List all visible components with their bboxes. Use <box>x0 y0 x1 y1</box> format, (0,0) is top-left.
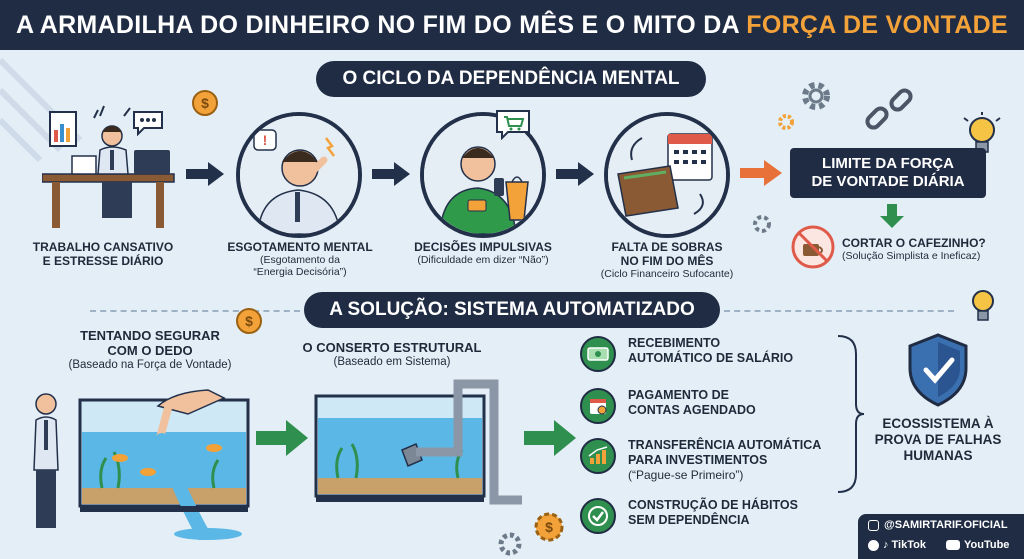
shield-check-icon <box>908 333 968 407</box>
cycle-heading: O CICLO DA DEPENDÊNCIA MENTAL <box>316 61 706 97</box>
arrow-right-icon <box>186 162 224 186</box>
solution-item-bills: PAGAMENTO DE CONTAS AGENDADO <box>580 388 830 432</box>
checkmark-icon <box>580 498 616 534</box>
speech-bubble-icon <box>133 111 163 136</box>
solution-heading: A SOLUÇÃO: SISTEMA AUTOMATIZADO <box>304 292 720 328</box>
step-work-stress: TRABALHO CANSATIVO E ESTRESSE DIÁRIO <box>18 240 188 268</box>
repaired-aquarium-illustration <box>314 379 522 505</box>
step-impulsive-label: DECISÕES IMPULSIVAS <box>414 240 552 254</box>
ecosystem-text: ECOSSISTEMA À PROVA DE FALHAS HUMANAS <box>868 416 1008 464</box>
solution-item-habits: CONSTRUÇÃO DE HÁBITOS SEM DEPENDÊNCIA <box>580 498 830 542</box>
finger-holding-sub: (Baseado na Força de Vontade) <box>68 359 232 371</box>
step-no-savings-label: FALTA DE SOBRAS NO FIM DO MÊS <box>611 240 723 268</box>
dashed-divider <box>90 310 300 312</box>
step-no-savings: FALTA DE SOBRAS NO FIM DO MÊS (Ciclo Fin… <box>582 240 752 280</box>
step-impulsive: DECISÕES IMPULSIVAS (Dificuldade em dize… <box>398 240 568 266</box>
gear-icon <box>753 215 771 233</box>
arrow-right-icon <box>372 162 410 186</box>
cut-coffee-label: CORTAR O CAFEZINHO? <box>842 236 986 250</box>
ecosystem-label: ECOSSISTEMA À PROVA DE FALHAS HUMANAS <box>874 416 1002 463</box>
willpower-limit-text: LIMITE DA FORÇA DE VONTADE DIÁRIA <box>811 155 965 190</box>
structural-fix-text: O CONSERTO ESTRUTURAL (Baseado em Sistem… <box>302 340 482 369</box>
orange-arrow-icon <box>740 160 782 186</box>
svg-text:$: $ <box>245 313 253 329</box>
structural-fix-label: O CONSERTO ESTRUTURAL <box>302 340 482 355</box>
solution-item-bills-label: PAGAMENTO DE CONTAS AGENDADO <box>628 388 756 417</box>
solution-item-salary-label: RECEBIMENTO AUTOMÁTICO DE SALÁRIO <box>628 336 794 365</box>
calendar-icon <box>580 388 616 424</box>
green-arrow-icon <box>524 420 576 456</box>
no-coffee-icon <box>791 225 835 269</box>
instagram-icon <box>868 519 879 531</box>
structural-fix-sub: (Baseado em Sistema) <box>333 356 451 368</box>
impulsive-shopper-illustration <box>424 116 542 234</box>
instagram-handle-text: @SAMIRTARIF.OFICIAL <box>884 519 1008 531</box>
youtube-text: YouTube <box>964 539 1010 551</box>
lightbulb-icon <box>972 290 994 321</box>
step-impulsive-circle <box>420 112 546 238</box>
willpower-limit-box: LIMITE DA FORÇA DE VONTADE DIÁRIA <box>790 148 986 198</box>
solution-item-salary: RECEBIMENTO AUTOMÁTICO DE SALÁRIO <box>580 336 830 380</box>
small-gear-icon <box>778 114 794 130</box>
title-highlight-text: FORÇA DE VONTADE <box>746 10 1009 39</box>
solution-item-invest: TRANSFERÊNCIA AUTOMÁTICA PARA INVESTIMEN… <box>580 438 830 492</box>
svg-text:!: ! <box>263 132 268 148</box>
cut-coffee: CORTAR O CAFEZINHO? (Solução Simplista e… <box>842 236 1020 262</box>
page-title: A ARMADILHA DO DINHEIRO NO FIM DO MÊS E … <box>16 11 1008 40</box>
gear-icon <box>498 532 522 556</box>
solution-item-invest-sub: (“Pague-se Primeiro”) <box>628 468 744 482</box>
green-down-arrow-icon <box>880 204 904 228</box>
leaking-aquarium-illustration <box>33 389 250 540</box>
step-no-savings-sub: (Ciclo Financeiro Sufocante) <box>600 268 734 280</box>
social-footer: @SAMIRTARIF.OFICIAL ♪ TikTok YouTube <box>858 514 1024 559</box>
tiktok-text: TikTok <box>891 539 926 551</box>
svg-text:$: $ <box>201 95 209 111</box>
lightbulb-icon <box>963 112 1001 153</box>
grouping-bracket <box>837 335 865 493</box>
tiktok-icon: ♪ <box>883 539 889 551</box>
growth-chart-icon <box>580 438 616 474</box>
step-exhaustion-label: ESGOTAMENTO MENTAL <box>227 240 373 254</box>
step-work-stress-label: TRABALHO CANSATIVO E ESTRESSE DIÁRIO <box>32 240 174 268</box>
cut-coffee-sub: (Solução Simplista e Ineficaz) <box>842 250 981 262</box>
youtube-link[interactable]: YouTube <box>946 539 1009 551</box>
money-icon <box>580 336 616 372</box>
youtube-icon <box>946 540 960 550</box>
exhausted-person-illustration: ! <box>240 116 358 234</box>
shopping-cart-bubble-icon <box>496 110 530 140</box>
finger-holding-label: TENTANDO SEGURAR COM O DEDO <box>80 328 220 358</box>
arrow-right-icon <box>556 162 594 186</box>
broken-chain-icon <box>865 88 913 130</box>
green-arrow-icon <box>256 420 308 456</box>
coin-icon: $ <box>236 308 262 334</box>
gear-icon <box>802 82 830 110</box>
step-no-savings-circle <box>604 112 730 238</box>
telegram-tiktok-links[interactable]: ♪ TikTok <box>868 539 926 551</box>
step-exhaustion-circle: ! <box>236 112 362 238</box>
step-exhaustion-sub: (Esgotamento da “Energia Decisória”) <box>253 254 347 278</box>
title-main-text: A ARMADILHA DO DINHEIRO NO FIM DO MÊS E … <box>15 10 747 39</box>
coin-gear-icon: $ <box>534 512 564 542</box>
header-bar: A ARMADILHA DO DINHEIRO NO FIM DO MÊS E … <box>0 0 1024 50</box>
svg-text:$: $ <box>545 519 553 535</box>
step-impulsive-sub: (Dificuldade em dizer “Não”) <box>417 254 549 266</box>
instagram-handle[interactable]: @SAMIRTARIF.OFICIAL <box>868 519 1008 531</box>
coin-icon: $ <box>192 90 218 116</box>
stressed-worker-illustration <box>42 105 175 228</box>
finger-holding-text: TENTANDO SEGURAR COM O DEDO (Baseado na … <box>50 328 250 372</box>
telegram-icon <box>868 539 879 551</box>
step-exhaustion: ESGOTAMENTO MENTAL (Esgotamento da “Ener… <box>210 240 390 278</box>
solution-item-habits-label: CONSTRUÇÃO DE HÁBITOS SEM DEPENDÊNCIA <box>628 498 798 527</box>
dashed-divider <box>724 310 954 312</box>
empty-wallet-calendar-illustration <box>608 116 726 234</box>
solution-item-invest-label: TRANSFERÊNCIA AUTOMÁTICA PARA INVESTIMEN… <box>628 438 822 467</box>
